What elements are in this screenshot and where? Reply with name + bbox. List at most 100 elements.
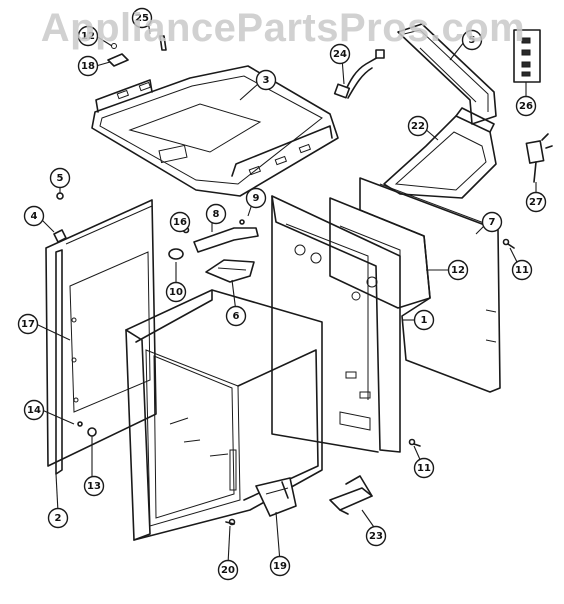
callout-5: 5 [49,167,71,189]
callout-label: 14 [27,405,41,416]
callout-label: 1 [421,315,428,326]
callout-circle [245,187,267,209]
callout-label: 8 [213,209,220,220]
switch-block-part [513,29,541,83]
callout-label: 9 [253,193,260,204]
back-panel-part [359,177,501,393]
callout-circle [365,525,387,547]
callout-circle [217,559,239,581]
callout-6: 6 [225,305,247,327]
callout-8: 8 [205,203,227,225]
vent-trim-part [397,23,497,125]
callout-circle [511,259,533,281]
callout-label: 11 [515,265,529,276]
callout-label: 26 [519,101,533,112]
callout-circle [205,203,227,225]
top-pan-part [91,65,339,197]
callout-circle [83,475,105,497]
callout-26: 26 [515,95,537,117]
callout-22: 22 [407,115,429,137]
callout-5: 5 [461,29,483,51]
callout-label: 5 [57,173,64,184]
callout-label: 20 [221,565,235,576]
callout-3: 3 [255,69,277,91]
callout-label: 27 [529,197,543,208]
side-panel-part [271,195,401,453]
callout-27: 27 [525,191,547,213]
callout-circle [413,309,435,331]
callout-circle [255,69,277,91]
callout-label: 23 [369,531,383,542]
callout-circle [17,313,39,335]
callout-circle [447,259,469,281]
callout-circle [77,55,99,77]
callout-circle [515,95,537,117]
plug-part [525,133,553,183]
callout-7: 7 [481,211,503,233]
callout-label: 22 [411,121,425,132]
callout-20: 20 [217,559,239,581]
callout-circle [131,7,153,29]
callout-12: 12 [77,25,99,47]
callout-label: 3 [263,75,270,86]
callout-10: 10 [165,281,187,303]
callout-label: 7 [489,217,496,228]
callout-11: 11 [413,457,435,479]
callout-2: 2 [47,507,69,529]
callout-circle [461,29,483,51]
callout-circle [165,281,187,303]
callout-layer: 25 12 18 3 5 24 26 22 27 5 4 9 16 8 7 10 12 11 6 1 17 14 13 2 11… [17,7,547,581]
callout-circle [225,305,247,327]
callout-circle [481,211,503,233]
callout-16: 16 [169,211,191,233]
callout-label: 24 [333,49,347,60]
callout-circle [49,167,71,189]
latch-part [205,259,255,283]
callout-label: 2 [55,513,62,524]
callout-19: 19 [269,555,291,577]
callout-circle [47,507,69,529]
hinge-part [225,477,297,526]
screws-part [77,238,515,447]
floor-bracket-part [329,475,373,515]
callout-label: 10 [169,287,183,298]
callout-circle [413,457,435,479]
callout-label: 18 [81,61,95,72]
callout-24: 24 [329,43,351,65]
callout-label: 12 [451,265,465,276]
callout-circle [525,191,547,213]
callout-1: 1 [413,309,435,331]
callout-4: 4 [23,205,45,227]
callout-11: 11 [511,259,533,281]
callout-25: 25 [131,7,153,29]
callout-14: 14 [23,399,45,421]
callout-circle [269,555,291,577]
callout-12: 12 [447,259,469,281]
callout-label: 5 [469,35,476,46]
door-frame-part [45,199,157,475]
small-clip-part [107,35,167,67]
igniter-wire-part [333,49,385,99]
hinge-clip-part [53,192,67,243]
callout-circle [407,115,429,137]
callout-18: 18 [77,55,99,77]
callout-circle [169,211,191,233]
callout-13: 13 [83,475,105,497]
callout-circle [77,25,99,47]
callout-23: 23 [365,525,387,547]
vent-duct-part [383,107,497,199]
callout-label: 11 [417,463,431,474]
callout-circle [329,43,351,65]
callout-circle [23,399,45,421]
callout-label: 25 [135,13,149,24]
callout-label: 13 [87,481,101,492]
callout-circle [23,205,45,227]
callout-9: 9 [245,187,267,209]
oven-cavity-part [125,289,323,541]
callout-label: 17 [21,319,35,330]
callout-label: 19 [273,561,287,572]
callout-label: 6 [233,311,240,322]
callout-label: 12 [81,31,95,42]
callout-label: 4 [31,211,38,222]
